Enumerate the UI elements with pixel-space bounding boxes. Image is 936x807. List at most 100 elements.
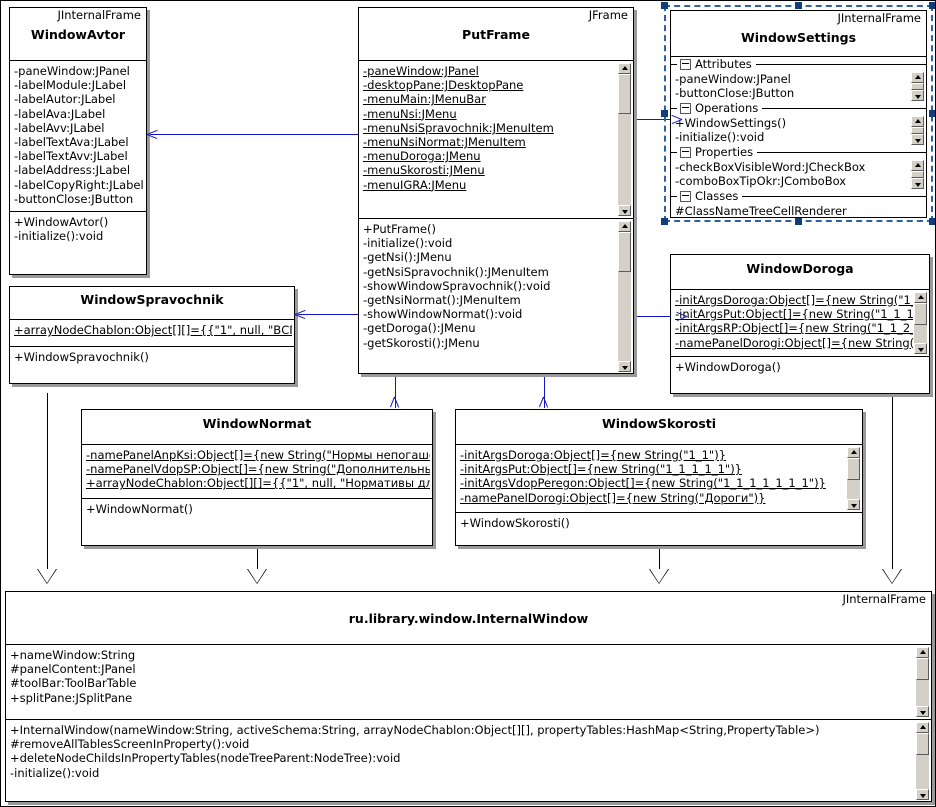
properties-scrollbar[interactable] (910, 160, 924, 189)
operations-scrollbar[interactable] (910, 116, 924, 145)
operation-item: -getNsiNormat():JMenuItem (363, 292, 521, 307)
scroll-up-icon[interactable] (911, 160, 924, 171)
attribute-item: +arrayNodeChablon:Object[][]={{"1", null… (86, 476, 430, 491)
operation-item: +PutFrame() (363, 222, 436, 236)
operation-item: -getDoroga():JMenu (363, 321, 476, 336)
operation-item: -getNsi():JMenu (363, 250, 452, 265)
attributes-scrollbar[interactable] (617, 63, 631, 216)
operation-item: -initialize():void (675, 130, 765, 145)
scroll-up-icon[interactable] (847, 447, 860, 458)
stereotype-label: JInternalFrame (837, 11, 921, 25)
scroll-down-icon[interactable] (911, 178, 924, 189)
operations-scrollbar[interactable] (915, 722, 929, 800)
scroll-thumb[interactable] (914, 303, 927, 325)
scroll-track[interactable] (916, 755, 929, 789)
selection-handle-sw[interactable] (661, 218, 668, 225)
selection-handle-nw[interactable] (661, 2, 668, 9)
collapse-minus-icon[interactable] (680, 191, 691, 202)
scroll-thumb[interactable] (911, 127, 924, 134)
scroll-down-icon[interactable] (911, 134, 924, 145)
selection-handle-se[interactable] (929, 218, 935, 225)
class-header-window-normat: WindowNormat (82, 410, 432, 445)
operation-item: +WindowNormat() (86, 502, 193, 516)
scroll-up-icon[interactable] (911, 116, 924, 127)
scroll-thumb[interactable] (911, 171, 924, 178)
scroll-up-icon[interactable] (916, 722, 929, 733)
scroll-up-icon[interactable] (916, 647, 929, 658)
selection-handle-w[interactable] (661, 110, 668, 117)
group-header-classes[interactable]: Classes (671, 189, 926, 204)
scroll-track[interactable] (847, 480, 860, 499)
attribute-item: -menuNsiSpravochnik:JMenuItem (363, 120, 554, 135)
scroll-down-icon[interactable] (847, 499, 860, 510)
attributes-compartment-window-skorosti: -initArgsDoroga:Object[]={new String("1_… (456, 445, 862, 513)
group-header-operations[interactable]: Operations (671, 101, 926, 116)
scroll-thumb[interactable] (916, 733, 929, 755)
group-label: Operations (695, 100, 759, 115)
selection-handle-n[interactable] (795, 2, 802, 9)
attribute-item: -namePanelAnpKsi:Object[]={new String("Н… (86, 448, 430, 462)
scroll-up-icon[interactable] (618, 63, 631, 74)
scroll-thumb[interactable] (618, 232, 631, 272)
operation-item: -showWindowNormat():void (363, 307, 523, 322)
attribute-item: -labelTextAva:JLabel (14, 134, 129, 149)
class-name: WindowNormat (202, 416, 312, 431)
scroll-track[interactable] (618, 272, 631, 361)
gen-normat-triangle (248, 569, 266, 583)
attributes-scrollbar[interactable] (910, 72, 924, 101)
class-internal-window[interactable]: JInternalFrame ru.library.window.Interna… (5, 591, 932, 802)
class-window-spravochnik[interactable]: WindowSpravochnik +arrayNodeChablon:Obje… (9, 286, 295, 384)
class-window-normat[interactable]: WindowNormat -namePanelAnpKsi:Object[]={… (81, 409, 433, 546)
scroll-up-icon[interactable] (911, 72, 924, 83)
scroll-up-icon[interactable] (914, 292, 927, 303)
group-body-attributes: -paneWindow:JPanel -buttonClose:JButton (671, 72, 926, 101)
class-window-doroga[interactable]: WindowDoroga -initArgsDoroga:Object[]={n… (670, 254, 930, 394)
attribute-item: -namePanelVdopSP:Object[]={new String("Д… (86, 462, 430, 477)
selection-handle-e[interactable] (929, 110, 935, 117)
collapse-minus-icon[interactable] (680, 59, 691, 70)
scroll-down-icon[interactable] (916, 789, 929, 800)
scroll-down-icon[interactable] (911, 90, 924, 101)
group-dash-left (671, 64, 677, 65)
attributes-scrollbar[interactable] (846, 447, 860, 510)
group-header-attributes[interactable]: Attributes (671, 57, 926, 72)
attributes-scrollbar[interactable] (915, 647, 929, 717)
class-window-skorosti[interactable]: WindowSkorosti -initArgsDoroga:Object[]=… (455, 409, 863, 546)
scroll-thumb[interactable] (911, 83, 924, 90)
class-name: WindowSkorosti (601, 416, 717, 431)
scroll-down-icon[interactable] (618, 205, 631, 216)
scroll-thumb[interactable] (916, 658, 929, 680)
scroll-thumb[interactable] (847, 458, 860, 480)
scroll-down-icon[interactable] (914, 343, 927, 354)
scroll-track[interactable] (618, 114, 631, 205)
attribute-item: -buttonClose:JButton (675, 86, 795, 101)
selection-handle-ne[interactable] (929, 2, 935, 9)
assoc-putframe-windowdoroga (634, 316, 687, 317)
collapse-minus-icon[interactable] (680, 147, 691, 158)
class-name: WindowAvtor (30, 27, 126, 42)
class-header-internal-window: JInternalFrame ru.library.window.Interna… (6, 592, 931, 645)
class-window-settings[interactable]: JInternalFrame WindowSettings Attributes… (670, 10, 927, 218)
class-header-put-frame: JFrame PutFrame (359, 8, 633, 61)
collapse-minus-icon[interactable] (680, 103, 691, 114)
attribute-item: -buttonClose:JButton (14, 191, 134, 206)
scroll-down-icon[interactable] (916, 706, 929, 717)
attributes-compartment-window-normat: -namePanelAnpKsi:Object[]={new String("Н… (82, 445, 432, 499)
scroll-up-icon[interactable] (618, 221, 631, 232)
attribute-item: -desktopPane:JDesktopPane (363, 78, 524, 93)
attributes-scrollbar[interactable] (913, 292, 927, 354)
scroll-thumb[interactable] (618, 74, 631, 114)
class-window-avtor[interactable]: JInternalFrame WindowAvtor -paneWindow:J… (9, 7, 147, 275)
attribute-item: -menuNsiNormat:JMenuItem (363, 134, 526, 149)
attributes-compartment-window-avtor: -paneWindow:JPanel -labelModule:JLabel -… (10, 61, 146, 212)
selection-handle-s[interactable] (795, 218, 802, 225)
operations-scrollbar[interactable] (617, 221, 631, 372)
scroll-down-icon[interactable] (618, 361, 631, 372)
scroll-track[interactable] (916, 680, 929, 706)
gen-skorosti-triangle (650, 569, 668, 583)
group-header-properties[interactable]: Properties (671, 145, 926, 160)
scroll-track[interactable] (914, 325, 927, 343)
attribute-item: -menuDoroga:JMenu (363, 149, 481, 164)
class-put-frame[interactable]: JFrame PutFrame -paneWindow:JPanel -desk… (358, 7, 634, 374)
